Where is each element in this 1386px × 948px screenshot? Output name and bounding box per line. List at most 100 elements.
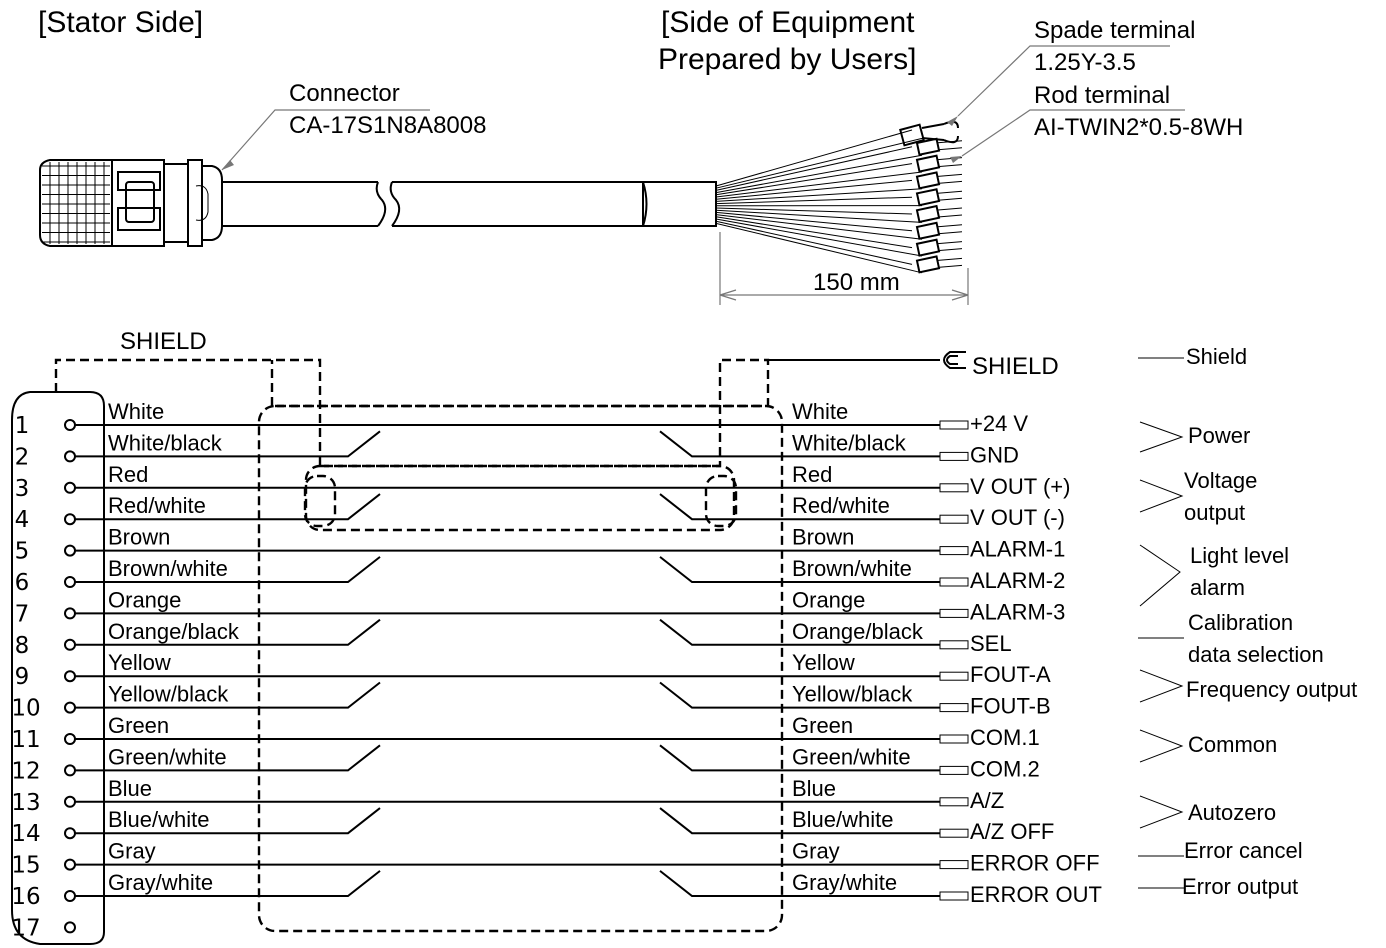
function-power: Power — [1188, 423, 1250, 448]
wire-color-left: Gray/white — [108, 870, 213, 895]
wire-color-right: Blue — [792, 776, 836, 801]
pin-number: 2 — [15, 444, 30, 470]
pin-contact — [64, 450, 76, 463]
function-calibration-line1: Calibration — [1188, 610, 1293, 635]
signal-label: SEL — [970, 631, 1012, 656]
pin-contact — [64, 419, 76, 431]
pin-contact — [64, 921, 76, 934]
rod-terminal-part-number: AI-TWIN2*0.5-8WH — [1034, 114, 1243, 141]
function-common: Common — [1188, 732, 1277, 757]
pin-contact — [64, 795, 76, 808]
shield-right-label: SHIELD — [972, 353, 1059, 380]
wire-color-right: Brown/white — [792, 556, 912, 581]
wire-line — [75, 870, 940, 897]
wire-color-left: Blue — [108, 776, 152, 801]
pin-number: 12 — [11, 758, 40, 784]
wire-color-left: Brown — [108, 525, 170, 550]
wire-fan — [715, 129, 963, 274]
rod-terminal-icon — [939, 734, 969, 744]
pin-contact — [64, 544, 76, 557]
wire-color-right: Green/white — [792, 744, 911, 769]
connector-drawing — [39, 159, 223, 247]
pin-contact — [64, 670, 76, 683]
pin-contact — [64, 764, 76, 777]
signal-label: FOUT-B — [970, 694, 1051, 719]
function-voltage-line2: output — [1184, 500, 1245, 525]
rod-terminal-icon — [939, 828, 969, 838]
pair-shield-right-tie — [704, 474, 738, 528]
connector-part-number: CA-17S1N8A8008 — [289, 112, 486, 139]
pin-number: 8 — [15, 633, 30, 659]
pin-contact — [64, 827, 76, 840]
pin-number: 9 — [15, 664, 30, 690]
wire-line — [75, 807, 940, 835]
stator-side-heading: [Stator Side] — [38, 6, 203, 39]
wire-color-left: Brown/white — [108, 556, 228, 581]
rod-terminal-icon — [939, 451, 969, 461]
signal-label: FOUT-A — [970, 662, 1051, 687]
shield-function-label: Shield — [1186, 344, 1247, 369]
wire-color-left: Gray — [108, 839, 156, 864]
wire-color-right: Red — [792, 462, 832, 487]
signal-label: COM.1 — [970, 725, 1040, 750]
wire-color-right: Green — [792, 713, 853, 738]
wire-color-right: White/black — [792, 430, 907, 455]
signal-label: ALARM-2 — [970, 568, 1065, 593]
function-voltage-line1: Voltage — [1184, 468, 1257, 493]
pin-contact — [64, 733, 76, 745]
equipment-side-heading-line2: Prepared by Users] — [658, 43, 916, 76]
signal-label: GND — [970, 442, 1019, 467]
signal-label: V OUT (+) — [970, 474, 1070, 499]
wire-line — [75, 681, 940, 709]
pin-number: 4 — [15, 507, 30, 533]
rod-terminal-icon — [939, 577, 969, 587]
function-alarm-line1: Light level — [1190, 543, 1289, 568]
function-calibration-line2: data selection — [1188, 642, 1324, 667]
pin-number: 6 — [15, 570, 30, 596]
wire-color-right: Gray/white — [792, 870, 897, 895]
wire-color-left: Orange — [108, 587, 181, 612]
equipment-side-heading-line1: [Side of Equipment — [661, 6, 915, 39]
wire-color-right: Blue/white — [792, 807, 894, 832]
wire-color-left: Red/white — [108, 493, 206, 518]
wire-line — [75, 618, 940, 646]
cable-illustration — [39, 45, 1185, 305]
function-alarm-line2: alarm — [1190, 575, 1245, 600]
wire-color-right: Gray — [792, 839, 840, 864]
pin-number: 15 — [11, 853, 40, 879]
spade-terminal-drawing — [899, 120, 959, 147]
signal-label: COM.2 — [970, 756, 1040, 781]
rod-terminal-icon — [939, 703, 969, 713]
wire-color-right: Orange/black — [792, 619, 924, 644]
pin-number: 10 — [11, 696, 40, 722]
signal-label: ALARM-1 — [970, 537, 1065, 562]
rod-terminal-icon — [939, 765, 969, 775]
pin-number: 1 — [15, 413, 30, 439]
pair-shield-left-tie — [303, 474, 337, 528]
function-error-output: Error output — [1182, 874, 1298, 899]
rod-terminal-icon — [939, 860, 969, 870]
pin-number: 3 — [15, 476, 30, 502]
wire-color-right: Yellow/black — [792, 682, 913, 707]
connector-callout-label: Connector — [289, 80, 400, 107]
pin-number: 16 — [11, 884, 40, 910]
pin-contact — [64, 890, 76, 902]
wire-color-right: White — [792, 399, 848, 424]
rod-terminal-icon — [939, 483, 969, 493]
pin-contact — [64, 513, 76, 526]
function-autozero: Autozero — [1188, 800, 1276, 825]
pin-number: 13 — [11, 790, 40, 816]
wire-color-left: Orange/black — [108, 619, 240, 644]
wire-color-left: Red — [108, 462, 148, 487]
wire-color-left: Yellow/black — [108, 682, 229, 707]
pin-contact — [64, 638, 76, 651]
pin-contact — [64, 607, 76, 620]
wire-line — [75, 493, 940, 521]
signal-label: ERROR OUT — [970, 882, 1102, 907]
wire-color-left: Yellow — [108, 650, 171, 675]
pair-shield-outline — [304, 464, 736, 532]
cable-jacket-outline — [257, 404, 784, 933]
